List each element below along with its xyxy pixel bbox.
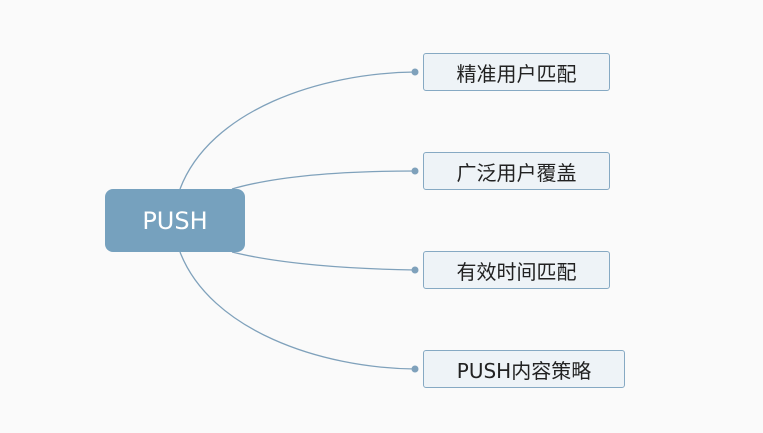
connector-line-2 <box>231 170 416 190</box>
root-topic-push[interactable]: PUSH <box>105 189 245 252</box>
subtopic-label: PUSH内容策略 <box>456 358 592 383</box>
subtopic-precise-user-match[interactable]: 精准用户匹配 <box>423 53 610 91</box>
subtopic-effective-time-match[interactable]: 有效时间匹配 <box>423 251 610 289</box>
connector-dot-3 <box>411 266 419 274</box>
connector-dot-1 <box>411 68 419 76</box>
subtopic-push-content-strategy[interactable]: PUSH内容策略 <box>423 350 625 388</box>
connector-dot-4 <box>411 365 419 373</box>
root-topic-label: PUSH <box>142 206 208 235</box>
subtopic-label: 有效时间匹配 <box>456 259 577 284</box>
connector-line-1 <box>179 71 416 190</box>
subtopic-label: 广泛用户覆盖 <box>456 160 577 185</box>
connector-line-4 <box>179 251 416 370</box>
subtopic-label: 精准用户匹配 <box>456 61 577 86</box>
connector-dot-2 <box>411 167 419 175</box>
subtopic-broad-user-coverage[interactable]: 广泛用户覆盖 <box>423 152 610 190</box>
connector-line-3 <box>231 251 416 271</box>
